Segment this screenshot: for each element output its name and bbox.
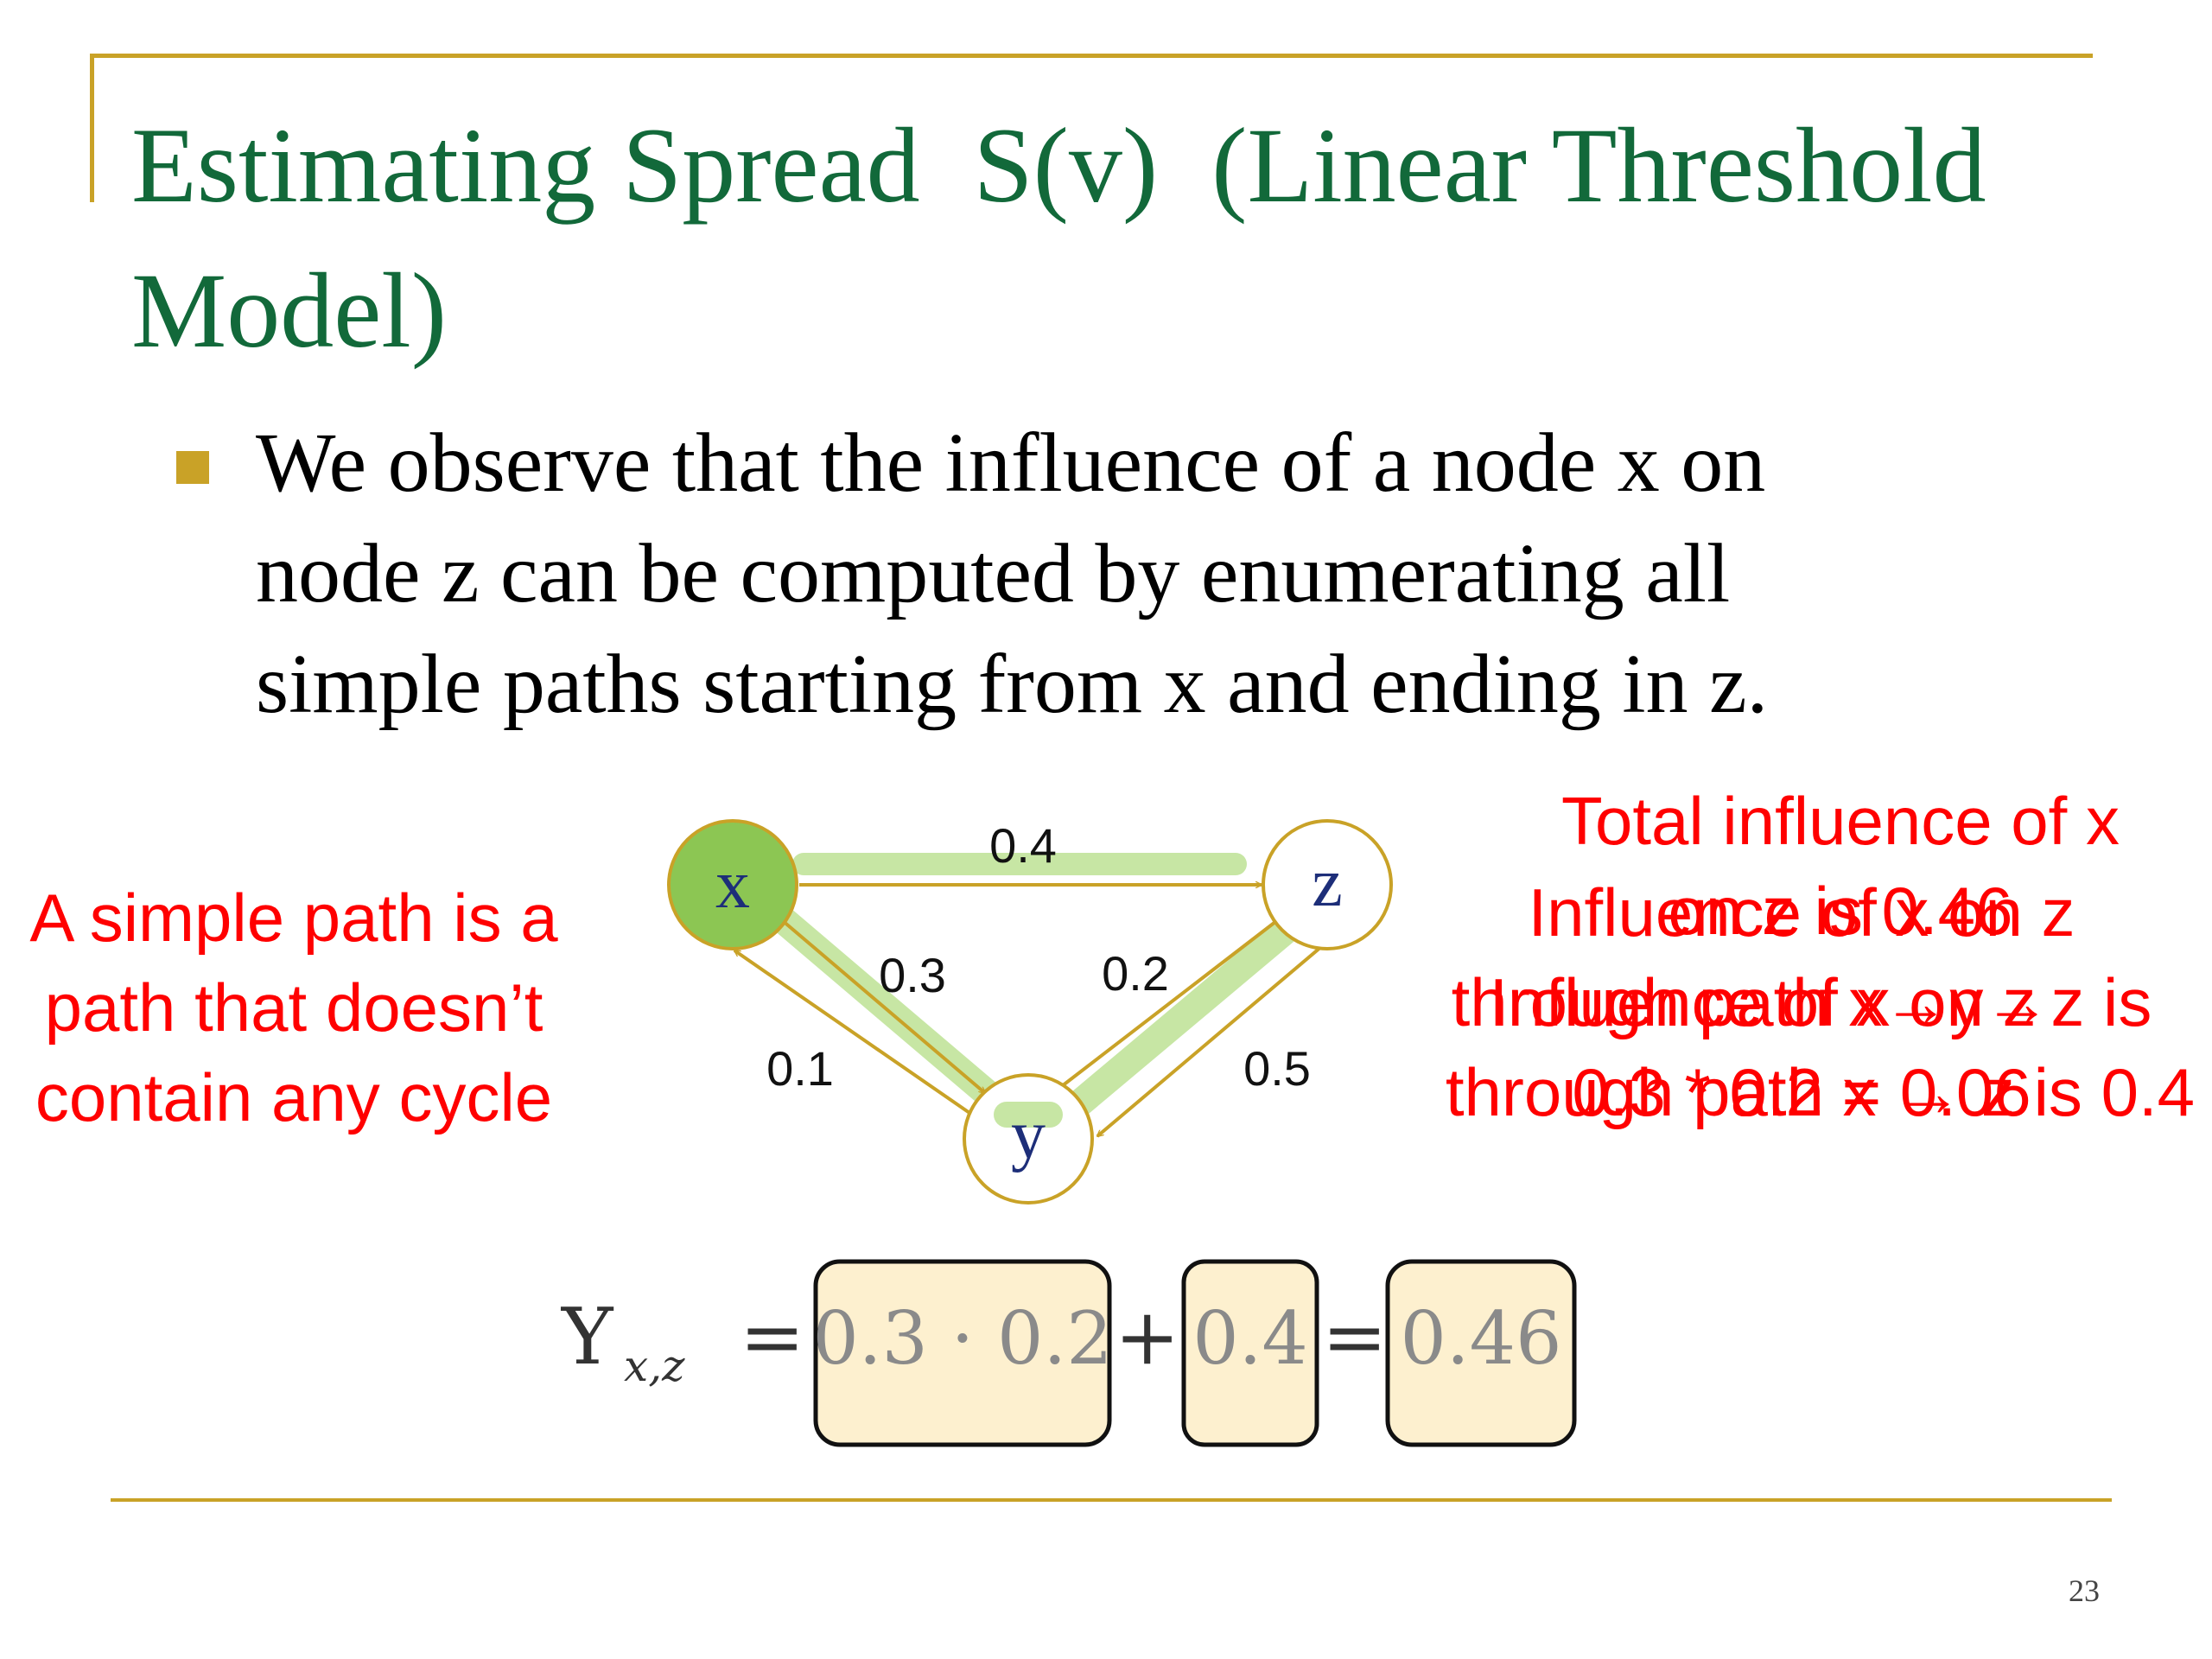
influence-formula: Υ x,z = 0.3 · 0.2 + 0.4 = 0.46 xyxy=(560,1259,1577,1447)
formula-symbol: Υ xyxy=(560,1292,614,1382)
note-simple-path: A simple path is a path that doesn’t con… xyxy=(0,873,588,1142)
slide-title: Estimating Spread S(v) (Linear Threshold… xyxy=(131,93,2119,384)
note-simple-path-line-1: A simple path is a xyxy=(29,880,558,956)
formula-equals-2: = xyxy=(1322,1292,1387,1382)
bullet-line-3: simple paths starting from x and ending … xyxy=(256,638,1769,731)
edge-weight-y-x: 0.1 xyxy=(766,1041,834,1096)
bullet-line-1: We observe that the influence of a node … xyxy=(256,416,1766,510)
edge-weight-x-z: 0.4 xyxy=(989,818,1057,873)
node-x xyxy=(667,819,798,950)
note-path-x-y-z: Influence of x on z through path x→y→z i… xyxy=(1400,868,2203,1137)
formula-equals-1: = xyxy=(740,1292,804,1382)
node-x-label: x xyxy=(715,847,750,923)
formula-result: 0.46 xyxy=(1400,1296,1561,1381)
edge-weight-y-z: 0.2 xyxy=(1102,946,1169,1001)
note-path-xyz-line-3: 0.3 * 0.2 = 0.06 xyxy=(1572,1054,2031,1130)
node-y-label: y xyxy=(1011,1097,1046,1173)
edge-z-to-y xyxy=(1097,944,1324,1138)
node-z-label: z xyxy=(1312,845,1343,921)
note-simple-path-line-3: contain any cycle xyxy=(35,1059,553,1135)
page-number: 23 xyxy=(2069,1573,2100,1608)
note-total-influence: Total influence of x on z is 0.46 xyxy=(1529,776,2152,956)
note-path-x-z: Influence of x on z through path x → z i… xyxy=(1331,957,2195,1137)
note-path-xyz-line-1: Influence of x on z xyxy=(1528,874,2075,950)
edge-y-to-x xyxy=(734,949,974,1116)
edge-y-to-z xyxy=(1057,914,1283,1090)
edge-weight-z-y: 0.5 xyxy=(1243,1041,1311,1096)
note-simple-path-line-2: path that doesn’t xyxy=(44,969,543,1046)
formula-box-term2 xyxy=(1181,1259,1319,1447)
formula-term1: 0.3 · 0.2 xyxy=(812,1296,1112,1381)
note-path-xz-line-2: through path x → z is 0.4 xyxy=(1445,1054,2195,1130)
top-rule xyxy=(90,54,2093,58)
formula-plus: + xyxy=(1115,1292,1179,1382)
formula-subscript: x,z xyxy=(624,1341,685,1391)
left-rule xyxy=(90,54,94,202)
node-z xyxy=(1262,819,1393,950)
formula-term2: 0.4 xyxy=(1192,1296,1308,1381)
note-total-line-2: on z is 0.46 xyxy=(1668,873,2013,949)
note-total-line-1: Total influence of x xyxy=(1560,783,2120,859)
highlight-path-y-z xyxy=(1032,915,1301,1146)
note-path-xyz-line-2: through path x→y→z is xyxy=(1451,964,2152,1040)
formula-box-result xyxy=(1385,1259,1577,1447)
edge-weight-x-y: 0.3 xyxy=(879,948,946,1002)
edge-x-to-y xyxy=(780,918,985,1095)
note-path-xz-line-1: Influence of x on z xyxy=(1489,964,2037,1040)
bullet-square-icon xyxy=(176,451,209,484)
title-line-1: Estimating Spread S(v) (Linear Threshold xyxy=(131,106,1986,225)
bullet-line-2: node z can be computed by enumerating al… xyxy=(256,527,1731,620)
formula-box-term1 xyxy=(813,1259,1112,1447)
title-line-2: Model) xyxy=(131,251,448,370)
bullet-text: We observe that the influence of a node … xyxy=(256,408,1984,740)
bottom-rule xyxy=(111,1498,2112,1502)
